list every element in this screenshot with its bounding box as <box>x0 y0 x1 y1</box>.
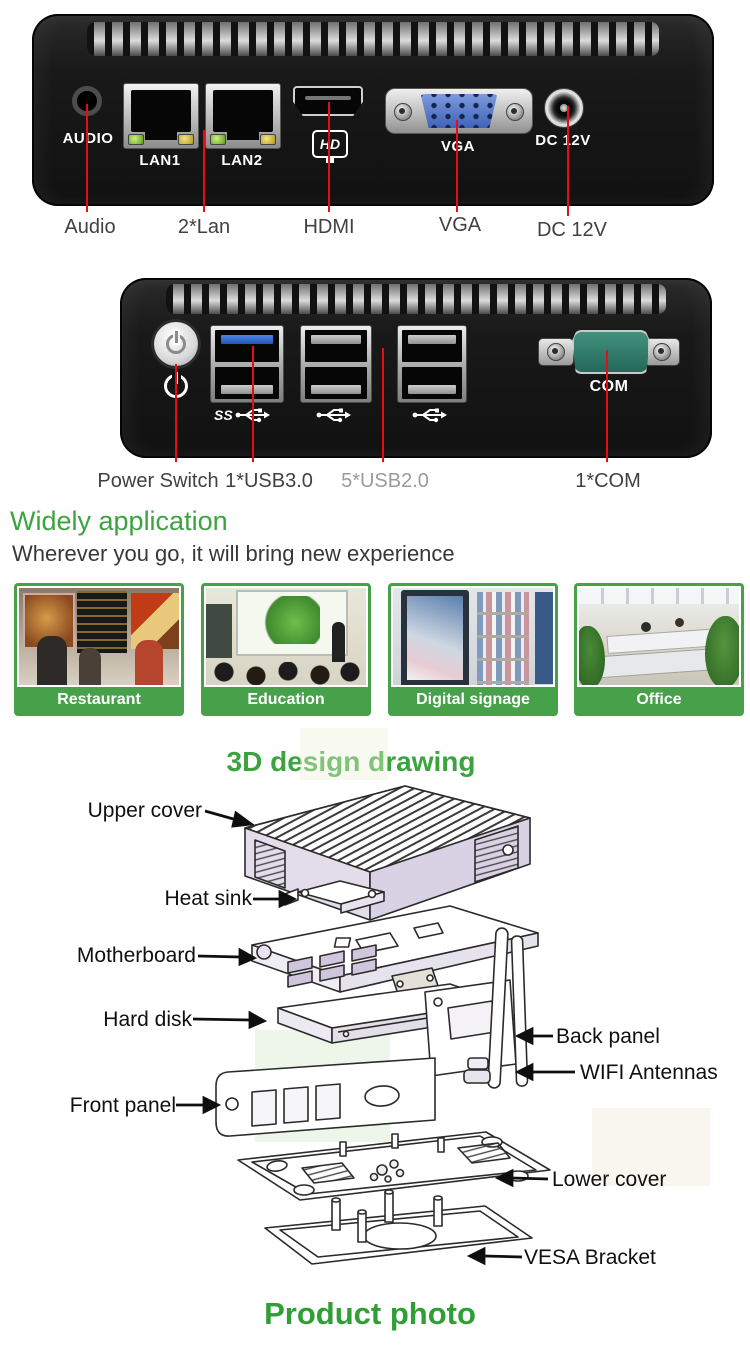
com-port <box>572 330 650 374</box>
annotation-usb2: 5*USB2.0 <box>341 470 429 492</box>
label-wifi-antennas: WIFI Antennas <box>580 1061 718 1084</box>
education-photo <box>206 588 366 685</box>
power-button <box>154 322 198 366</box>
design-title: 3D design drawing <box>226 746 476 777</box>
annotation-lan: 2*Lan <box>177 216 231 238</box>
card-label: Digital signage <box>391 687 555 713</box>
callout-line <box>382 348 384 462</box>
audio-port-label: AUDIO <box>62 130 114 147</box>
com-screw-lug <box>538 338 574 366</box>
label-heat-sink: Heat sink <box>164 887 252 910</box>
lan1-green-led <box>128 134 144 145</box>
callout-line <box>567 106 569 216</box>
usb2-dual-stack <box>397 325 467 403</box>
exploded-view-drawing <box>176 785 575 1266</box>
usb-icon <box>412 406 448 424</box>
annotation-usb3: 1*USB3.0 <box>225 470 313 492</box>
product-photo-title: Product photo <box>264 1296 476 1331</box>
application-card-restaurant: Restaurant <box>14 583 184 716</box>
usb2-port <box>215 367 279 399</box>
top-vents <box>166 284 666 314</box>
lan2-port-label: LAN2 <box>221 152 263 169</box>
card-label: Office <box>577 687 741 713</box>
dc-port-label: DC 12V <box>535 132 591 149</box>
label-lower-cover: Lower cover <box>552 1168 667 1191</box>
label-vesa-bracket: VESA Bracket <box>524 1246 656 1269</box>
lan1-port <box>123 83 199 149</box>
annotation-audio: Audio <box>64 216 116 238</box>
lan2-green-led <box>210 134 226 145</box>
label-upper-cover: Upper cover <box>87 799 202 822</box>
usb2-dual-stack <box>300 325 372 403</box>
usb3-ss-icon: SS <box>214 406 271 424</box>
digital-signage-photo <box>393 588 553 685</box>
usb2-port <box>402 330 462 362</box>
usb2-port <box>305 330 367 362</box>
label-hard-disk: Hard disk <box>103 1008 192 1031</box>
application-card-office: Office <box>574 583 744 716</box>
office-photo <box>579 588 739 685</box>
usb-icon <box>316 406 352 424</box>
lan1-yellow-led <box>178 134 194 145</box>
label-back-panel: Back panel <box>556 1025 660 1048</box>
usb2-port <box>305 367 367 399</box>
vga-port-label: VGA <box>385 138 531 155</box>
annotation-com: 1*COM <box>575 470 641 492</box>
back-view-photo: AUDIO LAN1 LAN2 HD VGA DC 12V <box>32 14 714 206</box>
watermark <box>300 728 388 780</box>
usb3-usb2-stack <box>210 325 284 403</box>
callout-line <box>86 104 88 212</box>
label-motherboard: Motherboard <box>76 944 196 967</box>
lan2-port <box>205 83 281 149</box>
restaurant-photo <box>19 588 179 685</box>
callout-line <box>203 130 205 212</box>
vga-port <box>385 88 533 134</box>
card-label: Education <box>204 687 368 713</box>
power-icon <box>166 331 186 354</box>
card-label: Restaurant <box>17 687 181 713</box>
com-screw-lug <box>644 338 680 366</box>
label-front-panel: Front panel <box>69 1094 176 1117</box>
annotation-power-switch: Power Switch <box>97 470 219 492</box>
callout-line <box>175 364 177 462</box>
dc-power-jack <box>544 88 584 128</box>
annotation-vga: VGA <box>438 214 482 236</box>
top-vents <box>87 22 659 56</box>
callout-line <box>328 102 330 212</box>
callout-line <box>252 346 254 462</box>
watermark <box>592 1108 710 1186</box>
usb3-port <box>215 330 279 362</box>
annotation-dc12v: DC 12V <box>536 219 608 241</box>
application-card-education: Education <box>201 583 371 716</box>
callout-line <box>456 120 458 212</box>
annotation-hdmi: HDMI <box>303 216 355 238</box>
hd-logo: HD <box>312 130 348 163</box>
lan2-yellow-led <box>260 134 276 145</box>
application-card-digital-signage: Digital signage <box>388 583 558 716</box>
applications-subtitle: Wherever you go, it will bring new exper… <box>12 541 455 566</box>
lan1-port-label: LAN1 <box>139 152 181 169</box>
usb2-port <box>402 367 462 399</box>
callout-line <box>606 350 608 462</box>
front-view-photo: SS <box>120 278 712 458</box>
applications-title: Widely application <box>10 506 228 536</box>
com-port-label: COM <box>589 378 629 395</box>
